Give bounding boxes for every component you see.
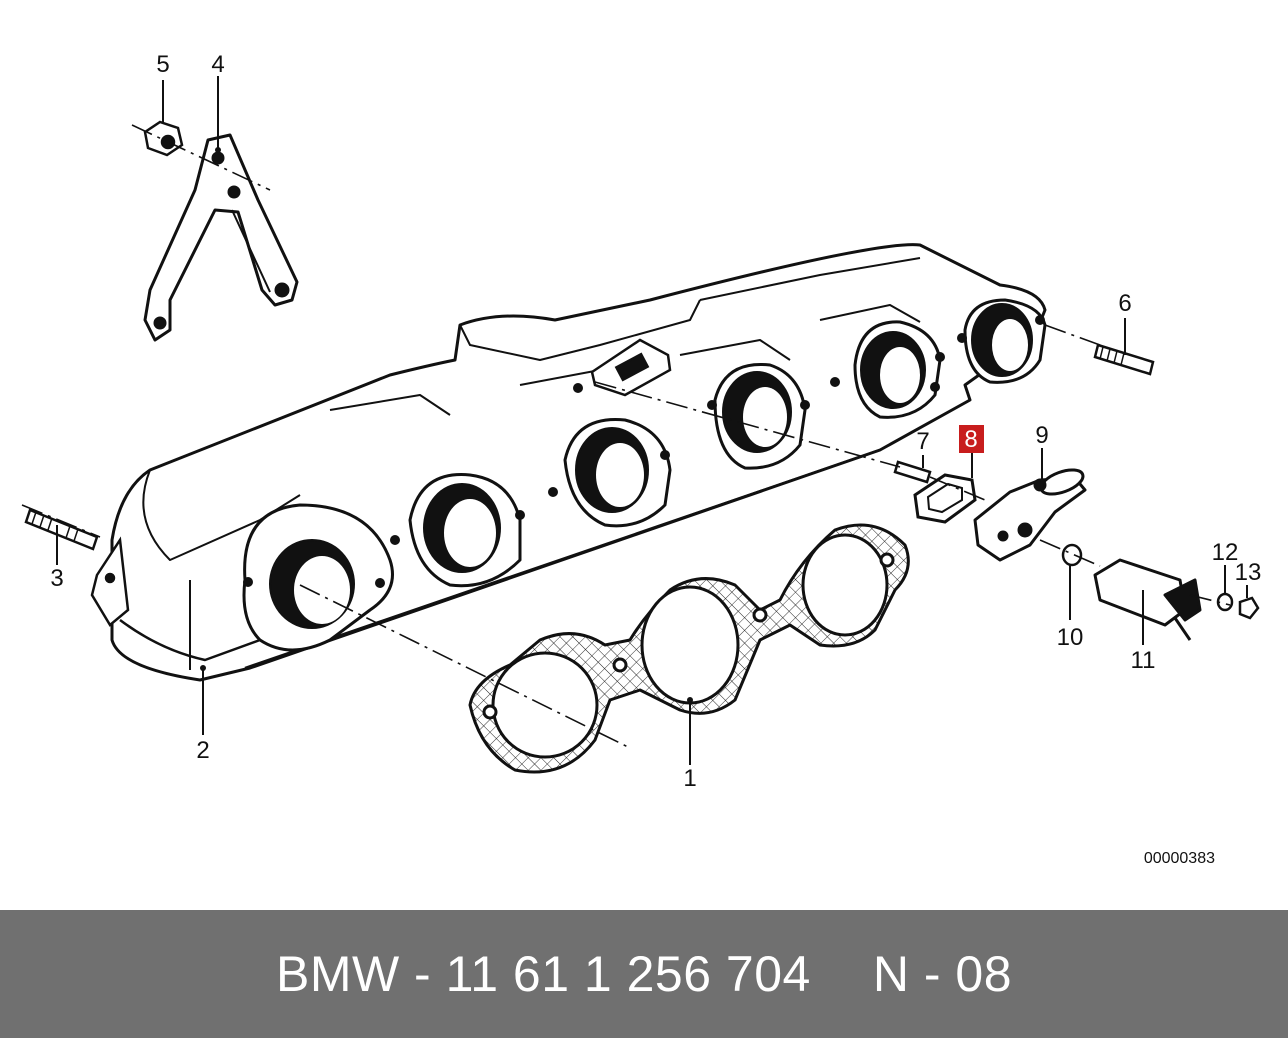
- valve-part-11: [1093, 558, 1202, 641]
- assembly-lines: [21, 124, 1231, 749]
- nut-part-13: [1238, 596, 1260, 620]
- part-number-footer: BMW - 11 61 1 256 704 N - 08: [0, 910, 1288, 1038]
- callout-5: 5: [156, 51, 169, 78]
- nut-part-5: [143, 120, 184, 157]
- washer-part-10: [1061, 543, 1083, 567]
- callout-8-highlight: [959, 425, 984, 453]
- manifold-end-tab: [90, 536, 130, 627]
- bracket-part-4: [143, 133, 299, 342]
- vacuum-flange: [590, 338, 672, 397]
- callout-12: 12: [1212, 539, 1239, 566]
- parts-diagram: 1 2 3 4 5 6 7 8 9 10 11 12 13 00000383: [21, 51, 1261, 867]
- callout-labels: 1 2 3 4 5 6 7 8 9 10 11 12 13: [50, 51, 1261, 792]
- housing-part-9: [973, 468, 1087, 562]
- leader-lines: [56, 76, 1248, 765]
- callout-13: 13: [1235, 559, 1262, 586]
- callout-7: 7: [916, 428, 929, 455]
- stud-part-3: [24, 508, 99, 551]
- screw-part-7: [893, 460, 932, 484]
- callout-3: 3: [50, 565, 63, 592]
- stud-part-6: [1093, 343, 1155, 376]
- diagram-code: 00000383: [1144, 850, 1215, 867]
- callout-1: 1: [683, 765, 696, 792]
- callout-6: 6: [1118, 290, 1131, 317]
- callout-4: 4: [211, 51, 224, 78]
- part-number: BMW - 11 61 1 256 704: [275, 946, 811, 1002]
- callout-8: 8: [964, 426, 977, 453]
- gasket-part-1: [468, 523, 910, 774]
- callout-9: 9: [1035, 422, 1048, 449]
- callout-2: 2: [196, 737, 209, 764]
- flange-bolt-holes: [243, 315, 1045, 588]
- callout-10: 10: [1057, 624, 1084, 651]
- diagram-position: N - 08: [872, 946, 1013, 1002]
- callout-11: 11: [1131, 647, 1156, 674]
